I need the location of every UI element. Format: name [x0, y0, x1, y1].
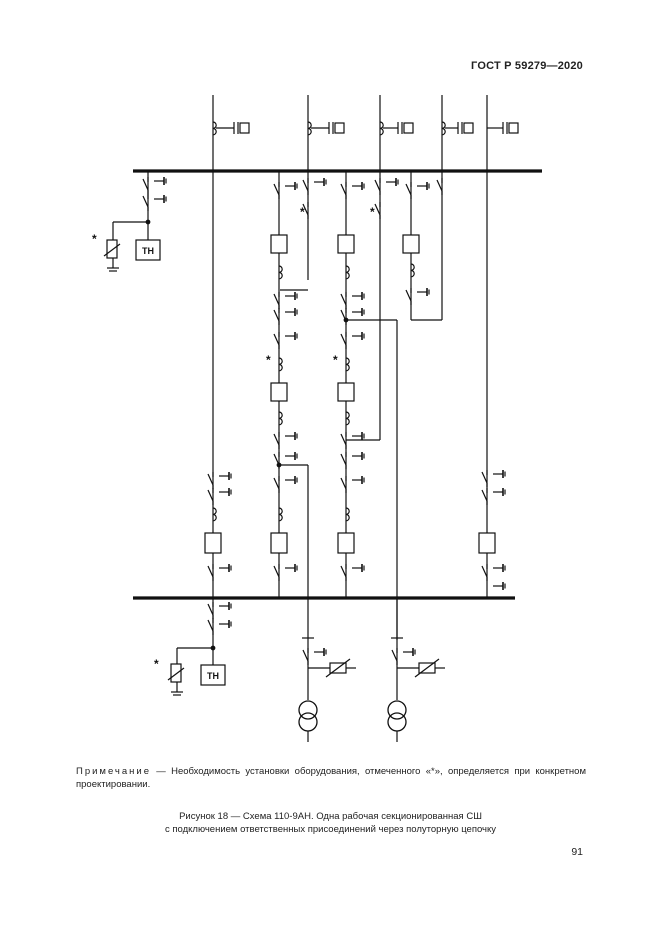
chain-1	[270, 171, 298, 598]
vt-label-lower: ТН	[207, 671, 219, 681]
document-header: ГОСТ Р 59279—2020	[471, 60, 583, 72]
feeder-left	[204, 171, 232, 598]
vt-bay-lower	[167, 598, 232, 696]
asterisk-mark: *	[266, 353, 271, 367]
line-incomers	[212, 95, 488, 171]
note-lead: Примечание	[76, 766, 151, 777]
asterisk-mark: *	[370, 205, 375, 219]
figure-caption: Рисунок 18 — Схема 110-9АН. Одна рабочая…	[0, 810, 661, 836]
line-taps	[276, 171, 399, 640]
asterisk-mark: *	[154, 657, 159, 671]
asterisk-mark: *	[333, 353, 338, 367]
asterisk-mark: *	[92, 232, 97, 246]
transformer-bay-1	[298, 598, 356, 742]
feeder-right	[478, 171, 506, 598]
chain-2	[337, 171, 365, 598]
caption-line-2: с подключением ответственных присоединен…	[164, 824, 497, 835]
note-text: — Необходимость установки оборудования, …	[76, 766, 586, 790]
vt-label-upper: ТН	[142, 246, 154, 256]
short-bay	[402, 171, 443, 321]
single-line-diagram: ТН * ТН *	[92, 95, 542, 742]
note-block: Примечание — Необходимость установки обо…	[76, 765, 586, 791]
transformer-bay-2	[387, 598, 445, 742]
vt-bay-upper	[103, 171, 167, 272]
asterisk-mark: *	[300, 205, 305, 219]
page-number: 91	[571, 846, 583, 858]
caption-line-1: Рисунок 18 — Схема 110-9АН. Одна рабочая…	[179, 811, 482, 822]
line-ct-and-coupling	[212, 121, 519, 136]
